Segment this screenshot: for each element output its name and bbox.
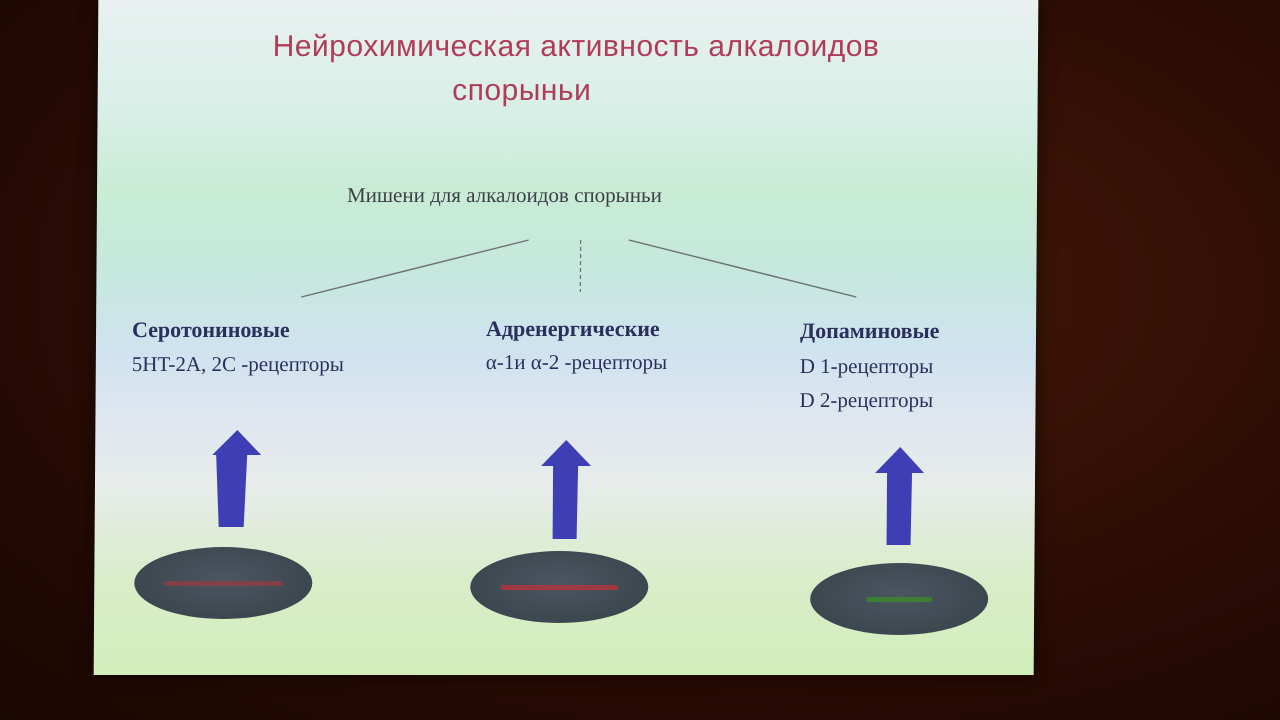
- presentation-slide: Нейрохимическая активность алкалоидов сп…: [93, 0, 1039, 675]
- ellipse-label-blurred: [500, 584, 619, 590]
- slide-title-line-2: спорыньи: [452, 74, 592, 107]
- slide-subtitle: Мишени для алкалоидов спорыньи: [346, 183, 662, 207]
- slide-title-line-1: Нейрохимическая активность алкалоидов: [272, 30, 880, 63]
- connector-line-right: [628, 239, 857, 298]
- arrow-up-icon: [212, 430, 262, 527]
- group-line-serotonin-receptors: 5HT-2A, 2C -рецепторы: [131, 352, 345, 376]
- ellipse-label-blurred: [163, 580, 284, 586]
- group-line-dopamine-d1: D 1-рецепторы: [799, 354, 934, 378]
- group-title-serotonin: Серотониновые: [131, 317, 290, 342]
- arrow-up-icon: [541, 440, 592, 539]
- ellipse-label-blurred: [866, 596, 933, 602]
- group-line-dopamine-d2: D 2-рецепторы: [799, 388, 934, 412]
- connector-line-left: [301, 239, 529, 298]
- arrow-up-icon: [875, 447, 925, 545]
- group-line-adrenergic-receptors: α-1и α-2 -рецепторы: [485, 350, 668, 374]
- group-title-dopamine: Допаминовые: [799, 318, 940, 343]
- ellipse-adrenergic-agents: [470, 551, 649, 623]
- group-title-adrenergic: Адренергические: [485, 316, 660, 341]
- ellipse-dopamine-agents: [809, 563, 989, 635]
- ellipse-serotonin-agents: [134, 547, 313, 619]
